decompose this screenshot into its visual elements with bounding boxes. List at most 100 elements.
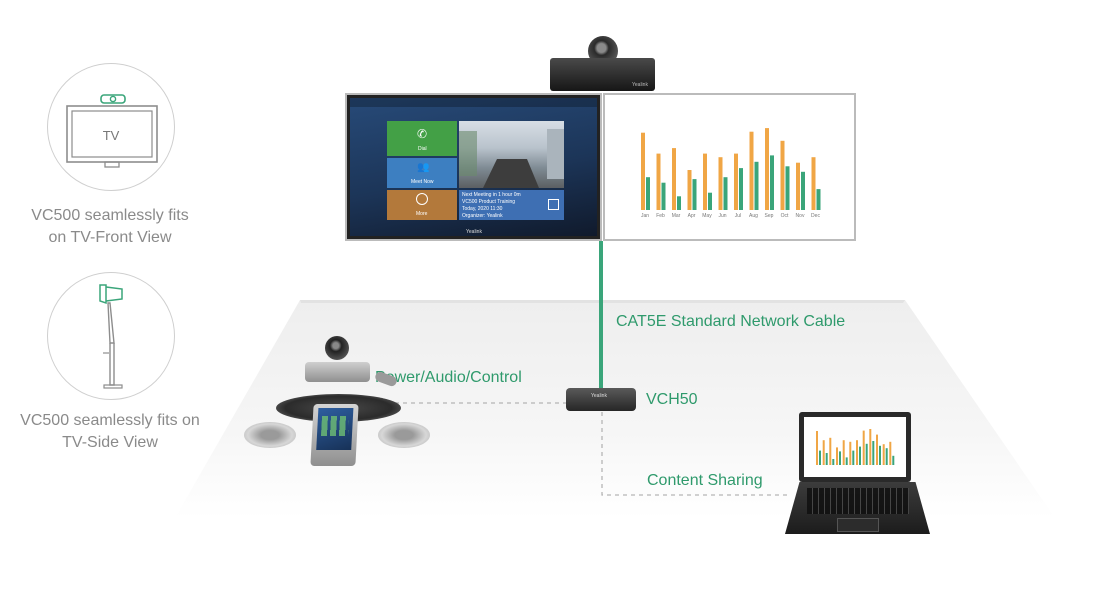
left-display: ✆ Dial 👥 Meet Now More Next Meeting in 1…: [345, 93, 602, 241]
dial-tile-label: Dial: [418, 146, 427, 152]
meeting-info-card[interactable]: Next Meeting in 1 hour 0m VC500 Product …: [459, 190, 564, 220]
tick-label-jun: Jun: [718, 213, 726, 219]
bar-jul-s2: [859, 446, 861, 465]
bar-aug-s2: [754, 161, 759, 210]
tick-label-aug: Aug: [749, 213, 758, 219]
tv-front-icon: [66, 94, 158, 168]
power-audio-label: Power/Audio/Control: [375, 369, 522, 386]
bar-mar-s2: [832, 459, 835, 465]
hub-brand: Yealink: [591, 393, 607, 399]
bar-nov-s2: [801, 171, 805, 210]
camera-body: [550, 58, 655, 91]
conference-room-image: [459, 121, 564, 188]
vc500-camera: Yealink: [550, 36, 655, 93]
bar-jun-s2: [852, 450, 855, 465]
tv-side-icon: [99, 284, 123, 389]
camera-brand: Yealink: [632, 82, 648, 88]
bar-sep-s2: [872, 441, 875, 465]
tick-label-oct: Oct: [781, 213, 789, 219]
bar-jul-s1: [856, 440, 858, 465]
tick-label-sep: Sep: [765, 213, 774, 219]
tick-label-jul: Jul: [735, 213, 741, 219]
bar-jun-s1: [718, 157, 723, 210]
vc500-codec: [305, 336, 370, 384]
cat5e-cable: [599, 241, 603, 391]
dial-tile[interactable]: ✆ Dial: [387, 121, 457, 156]
bar-dec-s1: [811, 157, 816, 210]
bar-mar-s1: [672, 148, 676, 210]
codec-body: [305, 362, 370, 382]
laptop-keyboard-deck: [785, 482, 930, 534]
more-icon: [416, 193, 428, 205]
tick-label-jan: Jan: [641, 213, 649, 219]
bar-dec-s2: [816, 189, 821, 210]
tv-label: TV: [102, 128, 120, 143]
bar-sep-s1: [765, 128, 769, 210]
bar-jun-s1: [849, 441, 852, 465]
side-view-caption-line1: VC500 seamlessly fits on: [20, 412, 200, 429]
expansion-mic-right: [378, 422, 430, 448]
room-table: [459, 129, 564, 188]
meeting-line4: Organizer: Yealink: [462, 213, 503, 219]
tick-label-may: May: [702, 213, 712, 219]
cat5e-label: CAT5E Standard Network Cable: [616, 313, 846, 330]
expansion-mic-left: [244, 422, 296, 448]
bar-aug-s2: [865, 443, 868, 465]
bar-may-s2: [845, 457, 848, 465]
side-view-circle: [47, 272, 175, 400]
bar-dec-s1: [889, 441, 892, 465]
calendar-icon: [548, 199, 559, 210]
bar-mar-s2: [677, 196, 681, 210]
laptop-screen-chart: [804, 417, 906, 477]
people-icon: 👥: [417, 162, 430, 173]
front-view-caption-line1: VC500 seamlessly fits: [31, 207, 189, 224]
vch50-hub: Yealink: [566, 388, 636, 411]
codec-camera-dome: [325, 336, 349, 360]
display-brand: Yealink: [466, 229, 482, 235]
bar-apr-s2: [692, 179, 697, 210]
bar-oct-s1: [876, 434, 878, 465]
bar-aug-s1: [862, 430, 865, 465]
bar-apr-s2: [839, 451, 841, 465]
bar-may-s2: [708, 192, 712, 210]
front-view-circle: TV: [47, 63, 175, 191]
more-tile[interactable]: More: [387, 190, 457, 220]
bar-feb-s1: [656, 153, 661, 210]
front-view-caption: VC500 seamlessly fits on TV-Front View: [20, 205, 200, 249]
bar-sep-s2: [770, 155, 774, 210]
bar-aug-s1: [749, 131, 754, 210]
meeting-line2: VC500 Product Training: [462, 199, 516, 205]
content-sharing-label: Content Sharing: [647, 472, 763, 489]
conference-phone-tablet: [310, 404, 359, 466]
meet-now-tile[interactable]: 👥 Meet Now: [387, 158, 457, 188]
bar-jan-s2: [819, 450, 821, 465]
bar-apr-s1: [687, 170, 692, 210]
front-view-caption-line2: on TV-Front View: [48, 229, 172, 246]
bar-jul-s1: [734, 153, 738, 210]
tick-label-apr: Apr: [688, 213, 696, 219]
tick-label-feb: Feb: [656, 213, 665, 219]
laptop-keys: [807, 488, 909, 514]
phone-icon: ✆: [417, 127, 428, 141]
tick-label-nov: Nov: [796, 213, 805, 219]
app-icons: [320, 416, 349, 436]
laptop-lid: [799, 412, 911, 482]
bar-sep-s1: [869, 429, 872, 465]
bar-jul-s2: [739, 168, 743, 210]
bar-dec-s2: [892, 455, 895, 465]
tick-label-mar: Mar: [672, 213, 681, 219]
bar-apr-s1: [836, 447, 838, 465]
meeting-line3: Today, 2020 11:30: [462, 206, 503, 212]
left-screen: ✆ Dial 👥 Meet Now More Next Meeting in 1…: [350, 98, 597, 236]
bar-jan-s1: [641, 132, 645, 210]
bar-nov-s1: [796, 162, 800, 210]
laptop: [785, 412, 930, 537]
bar-mar-s1: [829, 437, 832, 465]
bar-jan-s2: [646, 177, 650, 210]
meeting-line1: Next Meeting in 1 hour 0m: [462, 192, 521, 198]
bar-oct-s2: [785, 166, 790, 210]
bar-feb-s2: [825, 453, 828, 465]
